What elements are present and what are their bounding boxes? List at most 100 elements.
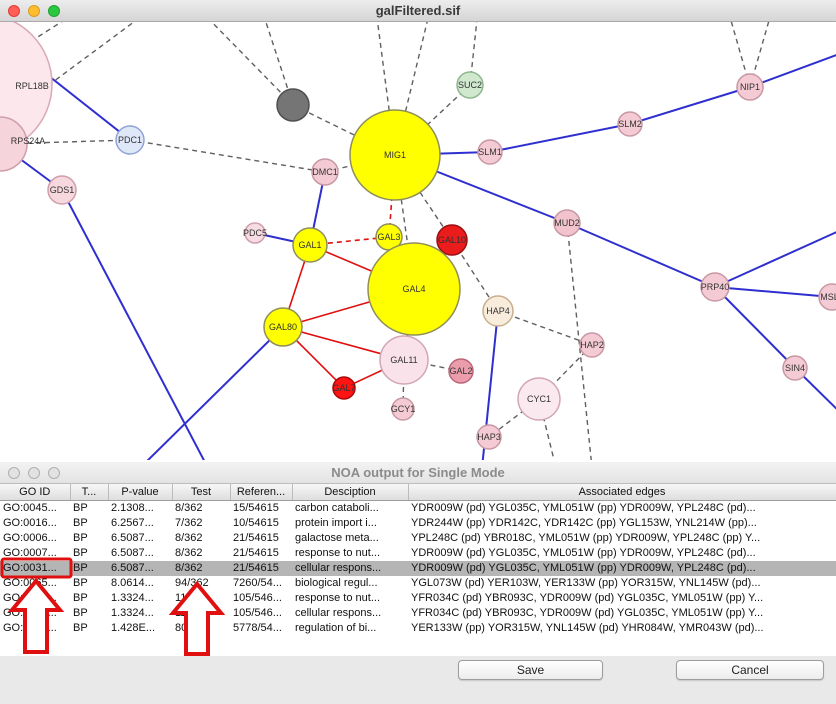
table-cell: 2.1308... xyxy=(111,501,154,514)
close-button[interactable] xyxy=(8,467,20,479)
minimize-button[interactable] xyxy=(28,5,40,17)
graph-window-titlebar[interactable]: galFiltered.sif xyxy=(0,0,836,22)
column-header[interactable]: T... xyxy=(70,484,109,501)
graph-node-sin4[interactable]: SIN4 xyxy=(782,355,808,381)
column-header[interactable]: Desciption xyxy=(292,484,409,501)
table-cell: GO:0050... xyxy=(3,621,57,634)
graph-node-gal10[interactable]: GAL10 xyxy=(436,224,468,256)
graph-node-slm2[interactable]: SLM2 xyxy=(617,111,643,137)
graph-edge[interactable] xyxy=(129,139,326,173)
graph-edge[interactable] xyxy=(394,22,430,156)
graph-node-unlabeled[interactable] xyxy=(276,88,310,122)
graph-edge[interactable] xyxy=(394,154,453,241)
graph-edge[interactable] xyxy=(33,22,150,97)
graph-node-msl1[interactable]: MSL1 xyxy=(818,283,836,311)
graph-node-hap2[interactable]: HAP2 xyxy=(579,332,605,358)
graph-node-rpl18b[interactable]: RPL18B xyxy=(0,22,53,154)
graph-node-gal11[interactable]: GAL11 xyxy=(379,335,429,385)
table-cell: BP xyxy=(73,576,88,589)
graph-node-pdc1[interactable]: PDC1 xyxy=(115,125,145,155)
column-header[interactable]: Associated edges xyxy=(408,484,836,501)
column-header[interactable]: Test xyxy=(172,484,231,501)
graph-edge[interactable] xyxy=(714,286,796,369)
table-cell: protein import i... xyxy=(295,516,377,529)
node-label: PRP40 xyxy=(701,282,730,292)
close-button[interactable] xyxy=(8,5,20,17)
graph-node-slm1[interactable]: SLM1 xyxy=(477,139,503,165)
table-cell: GO:0007... xyxy=(3,546,57,559)
table-cell: 8/362 xyxy=(175,531,203,544)
node-label: GCY1 xyxy=(391,404,416,414)
table-cell: 6.5087... xyxy=(111,531,154,544)
graph-node-gds1[interactable]: GDS1 xyxy=(47,175,77,205)
table-cell: BP xyxy=(73,531,88,544)
node-label: GAL11 xyxy=(390,355,417,365)
table-cell: YDR244W (pp) YDR142C, YDR142C (pp) YGL15… xyxy=(411,516,757,529)
graph-node-nip1[interactable]: NIP1 xyxy=(736,73,764,101)
table-cell: YFR034C (pd) YBR093C, YDR009W (pd) YGL03… xyxy=(411,591,764,604)
table-cell: BP xyxy=(73,516,88,529)
save-button[interactable]: Save xyxy=(458,660,603,680)
graph-edge[interactable] xyxy=(262,22,294,106)
node-label: RPS24A xyxy=(11,136,46,146)
graph-node-gal1[interactable]: GAL1 xyxy=(292,227,328,263)
zoom-button[interactable] xyxy=(48,5,60,17)
graph-node-rps24a[interactable]: RPS24A xyxy=(0,116,46,172)
graph-node-dmc1[interactable]: DMC1 xyxy=(311,158,339,186)
graph-node-gal2[interactable]: GAL2 xyxy=(448,358,474,384)
zoom-button[interactable] xyxy=(48,467,60,479)
graph-node-gcy1[interactable]: GCY1 xyxy=(391,397,416,421)
table-cell: 105/546... xyxy=(233,591,282,604)
graph-edge[interactable] xyxy=(629,86,751,125)
graph-node-suc2[interactable]: SUC2 xyxy=(456,71,484,99)
graph-edge[interactable] xyxy=(714,226,836,288)
graph-node-gal80[interactable]: GAL80 xyxy=(263,307,303,347)
graph-node-mud2[interactable]: MUD2 xyxy=(553,209,581,237)
graph-edge[interactable] xyxy=(61,189,208,460)
noa-window-titlebar[interactable]: NOA output for Single Mode xyxy=(0,462,836,484)
table-cell: 21/54615 xyxy=(233,546,279,559)
graph-edge[interactable] xyxy=(200,22,294,106)
graph-node-prp40[interactable]: PRP40 xyxy=(700,272,730,302)
graph-edge[interactable] xyxy=(376,22,396,156)
table-cell: 6.2567... xyxy=(111,516,154,529)
graph-edge[interactable] xyxy=(714,286,833,298)
cancel-button[interactable]: Cancel xyxy=(676,660,824,680)
graph-node-gal4[interactable]: GAL4 xyxy=(367,242,461,336)
column-header[interactable]: GO ID xyxy=(0,484,71,501)
graph-edge[interactable] xyxy=(794,367,836,422)
column-header[interactable]: Referen... xyxy=(230,484,293,501)
node-label: SLM2 xyxy=(618,119,642,129)
graph-edge[interactable] xyxy=(566,222,716,288)
column-header[interactable]: P-value xyxy=(108,484,173,501)
graph-node-pdc5[interactable]: PDC5 xyxy=(243,222,267,244)
table-cell: 15/54615 xyxy=(233,501,279,514)
minimize-button[interactable] xyxy=(28,467,40,479)
graph-edge[interactable] xyxy=(749,50,836,88)
graph-edge[interactable] xyxy=(140,326,284,460)
graph-node-hap3[interactable]: HAP3 xyxy=(476,424,502,450)
table-cell: BP xyxy=(73,501,88,514)
graph-node-cyc1[interactable]: CYC1 xyxy=(517,377,561,421)
graph-edge[interactable] xyxy=(497,310,593,346)
table-cell: 21/54615 xyxy=(233,561,279,574)
table-cell: YDR009W (pd) YGL035C, YML051W (pp) YDR00… xyxy=(411,501,756,514)
table-cell: 6.5087... xyxy=(111,561,154,574)
graph-node-hap4[interactable]: HAP4 xyxy=(482,295,514,327)
table-cell: GO:0016... xyxy=(3,516,57,529)
table-cell: biological regul... xyxy=(295,576,378,589)
graph-node-gal7[interactable]: GAL7 xyxy=(332,376,356,400)
graph-node-mig1[interactable]: MIG1 xyxy=(349,109,441,201)
graph-edge[interactable] xyxy=(489,123,631,153)
